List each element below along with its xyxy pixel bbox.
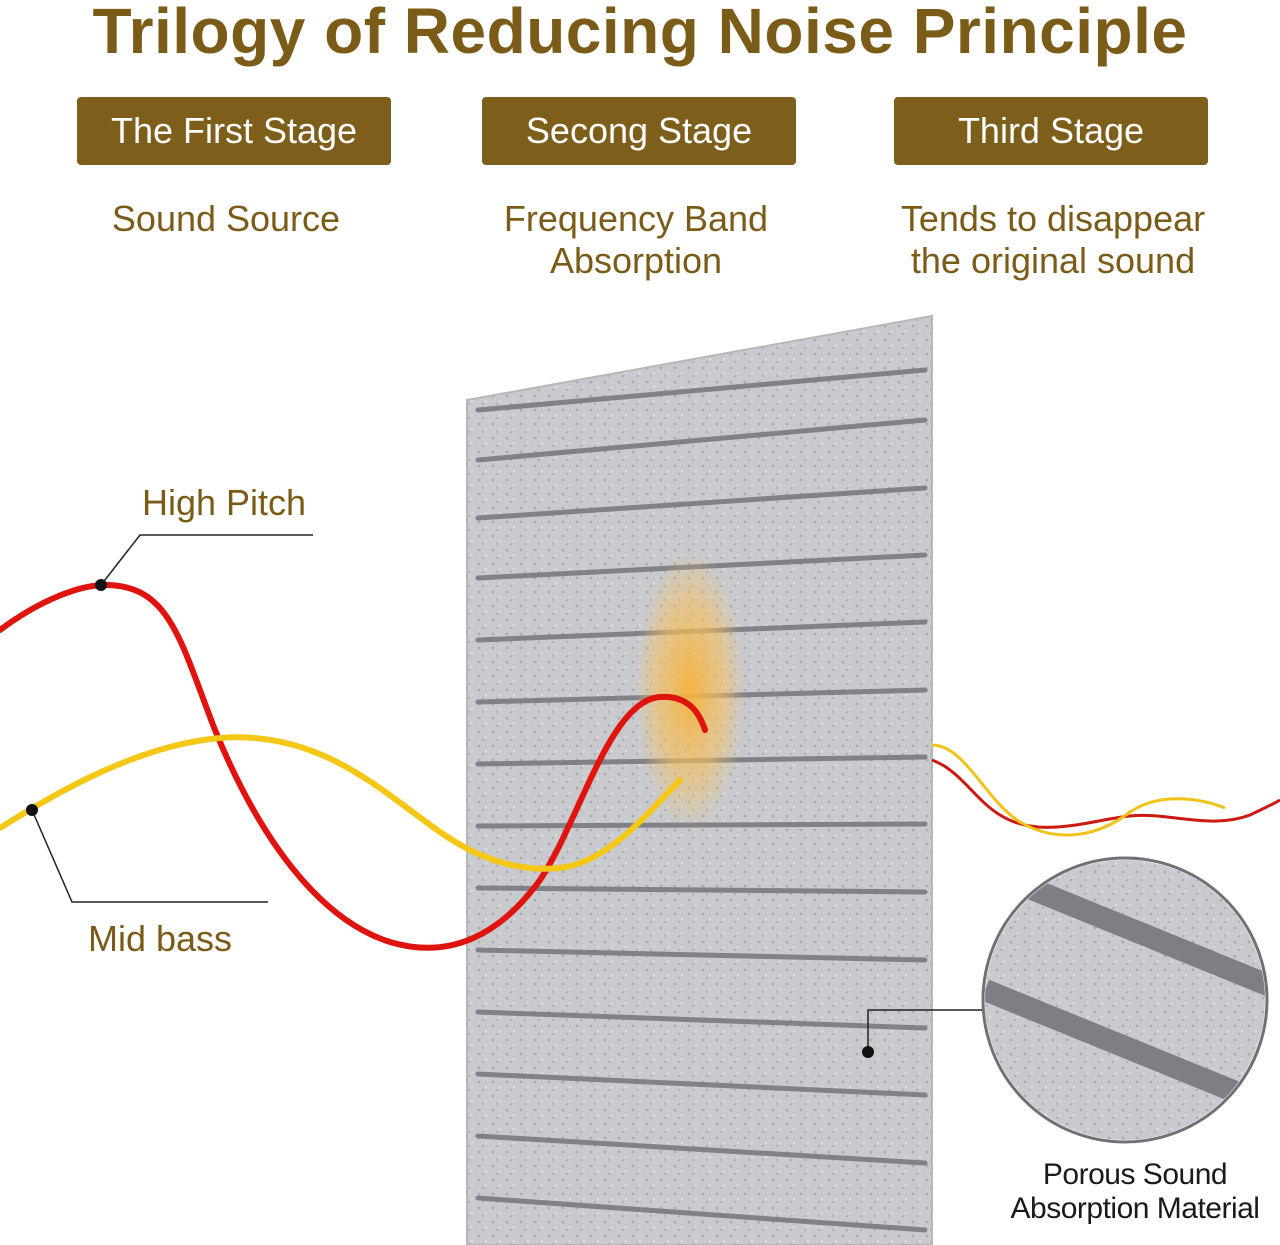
high-pitch-dot bbox=[95, 579, 107, 591]
material-pointer bbox=[867, 1009, 985, 1052]
stage-tag-third: Third Stage bbox=[894, 97, 1208, 165]
stage-tag-second: Secong Stage bbox=[482, 97, 796, 165]
residual-high-wave bbox=[931, 758, 1280, 829]
stage-desc-third-line1: Tends to disappear bbox=[900, 198, 1206, 239]
stage-desc-first-line1: Sound Source bbox=[111, 198, 341, 239]
absorption-glow bbox=[635, 550, 745, 830]
material-dot bbox=[862, 1046, 874, 1058]
stage-desc-second-line2: Absorption bbox=[549, 240, 723, 281]
zoom-circle-texture bbox=[985, 860, 1265, 1140]
high-pitch-wave bbox=[0, 581, 708, 951]
panel-grooves bbox=[475, 367, 928, 1233]
stage-tag-first: The First Stage bbox=[77, 97, 391, 165]
stage-desc-second: Frequency Band Absorption bbox=[436, 198, 836, 282]
material-label: Porous Sound Absorption Material bbox=[985, 1158, 1280, 1226]
page-title: Trilogy of Reducing Noise Principle bbox=[92, 0, 1188, 67]
mid-bass-label: Mid bass bbox=[88, 918, 233, 959]
mid-bass-pointer bbox=[31, 809, 268, 903]
high-pitch-label: High Pitch bbox=[142, 482, 307, 523]
stage-desc-third-line2: the original sound bbox=[910, 240, 1196, 281]
residual-bass-wave bbox=[931, 743, 1226, 837]
stage-desc-first: Sound Source bbox=[26, 198, 426, 240]
material-label-line2: Absorption Material bbox=[1010, 1192, 1260, 1225]
material-label-line1: Porous Sound bbox=[1042, 1158, 1228, 1191]
stage-desc-second-line1: Frequency Band bbox=[503, 198, 769, 239]
mid-bass-wave bbox=[0, 734, 683, 872]
high-pitch-pointer bbox=[100, 534, 313, 586]
mid-bass-dot bbox=[26, 804, 38, 816]
stage-desc-third: Tends to disappear the original sound bbox=[853, 198, 1253, 282]
